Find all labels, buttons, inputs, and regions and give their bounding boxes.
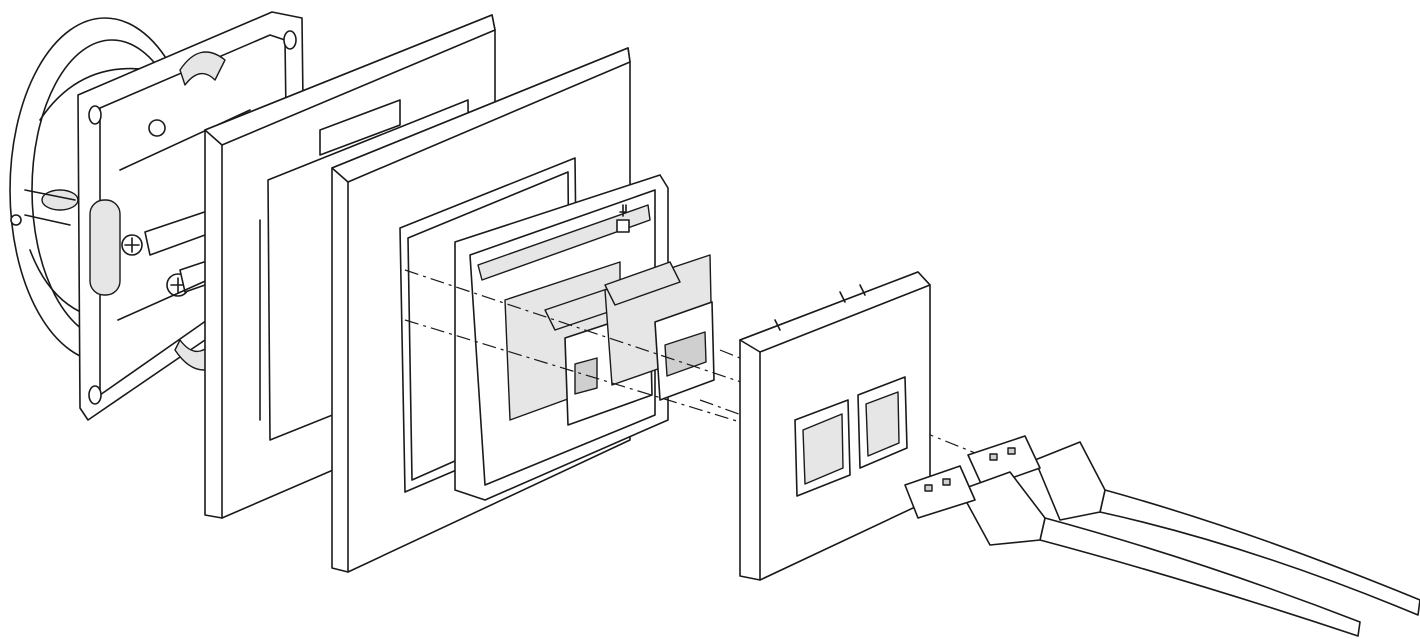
- arrow-marker-icon: [616, 219, 630, 233]
- usb-plug-icon: [967, 435, 1041, 489]
- front-cover-plate: [739, 271, 931, 581]
- usb-cables: [904, 435, 1420, 637]
- frame-screw-hole-icon: [88, 105, 102, 125]
- usb-plug-icon: [904, 465, 976, 519]
- dual-usb-module: [454, 174, 715, 501]
